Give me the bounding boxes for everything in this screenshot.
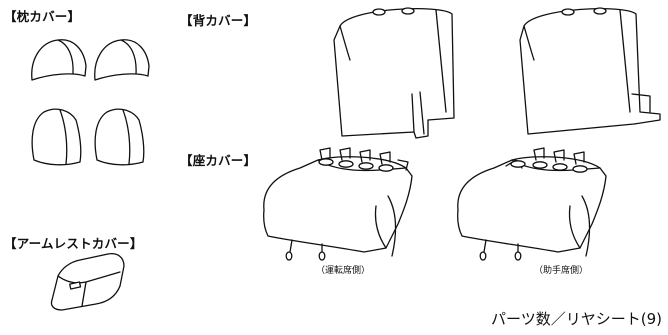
armrest-cover-label: 【アームレストカバー】 [4,236,143,251]
driver-side-caption: （運転席側） [316,266,371,276]
headrest-cover-label: 【枕カバー】 [4,9,81,24]
headrest-cover-3 [31,108,82,166]
backrest-cover-label: 【背カバー】 [180,13,257,28]
passenger-side-caption: （助手席側） [534,266,589,276]
seat-cover-passenger-side [456,147,607,261]
backrest-cover-left [333,7,455,139]
headrest-cover-1 [31,39,87,81]
seat-cover-driver-side [262,147,413,261]
seat-cover-label: 【座カバー】 [180,153,257,168]
armrest-cover-drawing [50,252,125,311]
headrest-cover-2 [94,39,150,81]
backrest-cover-right [519,7,661,135]
headrest-cover-4 [94,108,145,166]
parts-count-footer: パーツ数／リヤシート(9) [491,310,662,328]
